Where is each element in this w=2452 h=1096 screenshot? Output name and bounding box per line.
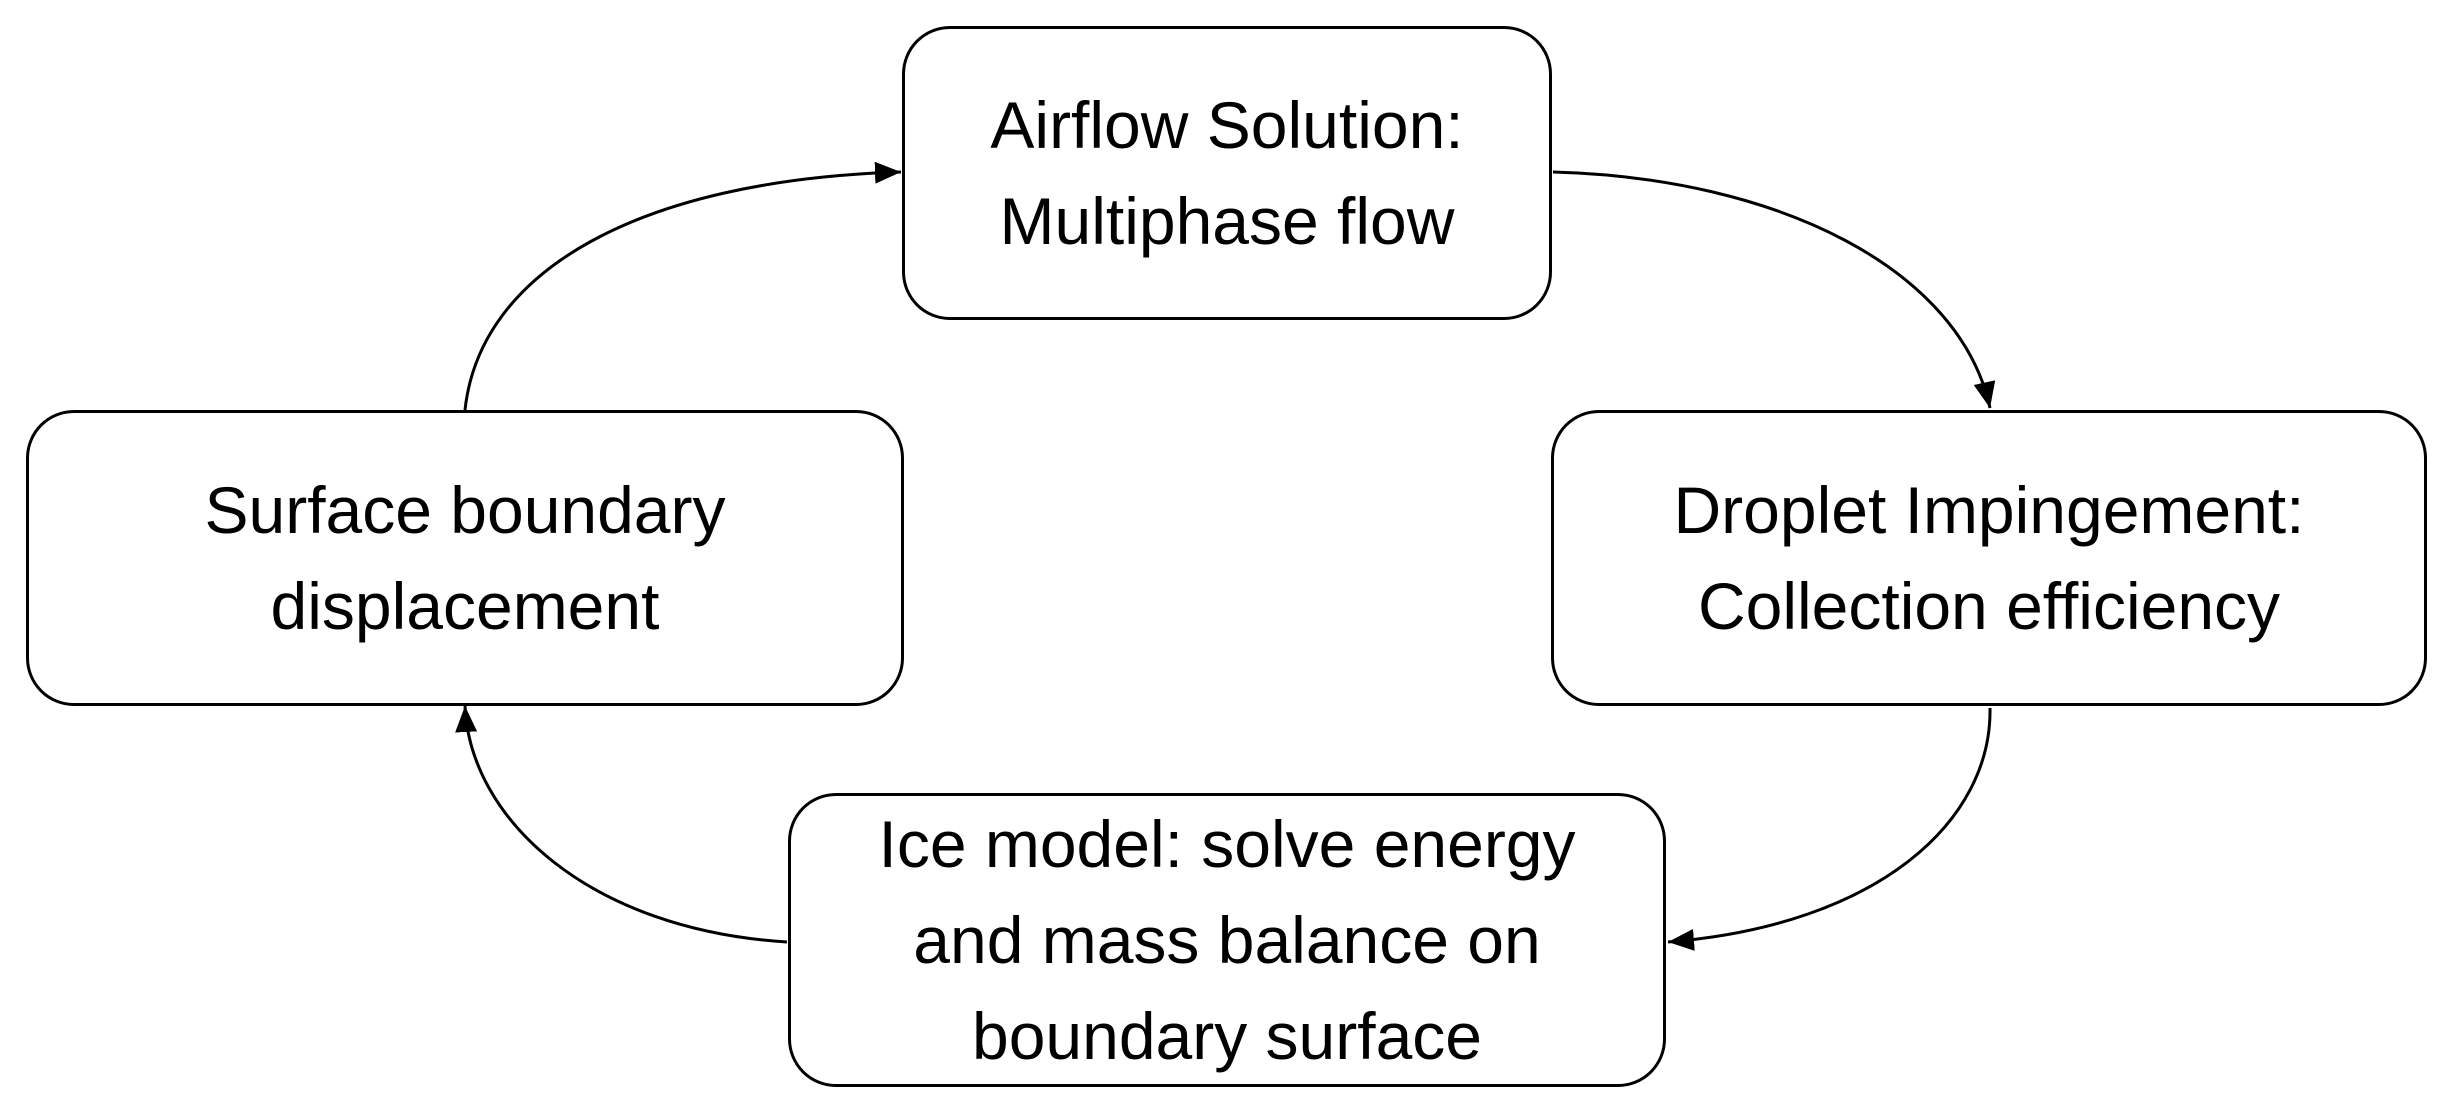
- node-surface-line-2: displacement: [270, 569, 660, 643]
- node-airflow-solution: Airflow Solution: Multiphase flow: [902, 26, 1552, 320]
- arrow-surface-to-airflow: [463, 161, 902, 411]
- arrow-airflow-to-droplet: [1552, 170, 1996, 409]
- node-airflow-line-2: Multiphase flow: [999, 184, 1455, 258]
- node-surface-boundary: Surface boundary displacement: [26, 410, 904, 706]
- node-droplet-impingement: Droplet Impingement: Collection efficien…: [1551, 410, 2427, 706]
- node-surface-line-1: Surface boundary: [204, 473, 726, 547]
- arrow-ice-to-surface: [455, 705, 788, 944]
- node-ice-line-2: and mass balance on: [913, 903, 1541, 977]
- node-droplet-line-1: Droplet Impingement:: [1673, 473, 2305, 547]
- node-ice-line-3: boundary surface: [972, 999, 1482, 1073]
- arrow-droplet-to-ice: [1667, 707, 1992, 951]
- node-droplet-line-2: Collection efficiency: [1697, 569, 2281, 643]
- node-ice-line-1: Ice model: solve energy: [878, 807, 1576, 881]
- node-ice-model: Ice model: solve energy and mass balance…: [788, 793, 1666, 1087]
- node-airflow-line-1: Airflow Solution:: [990, 88, 1464, 162]
